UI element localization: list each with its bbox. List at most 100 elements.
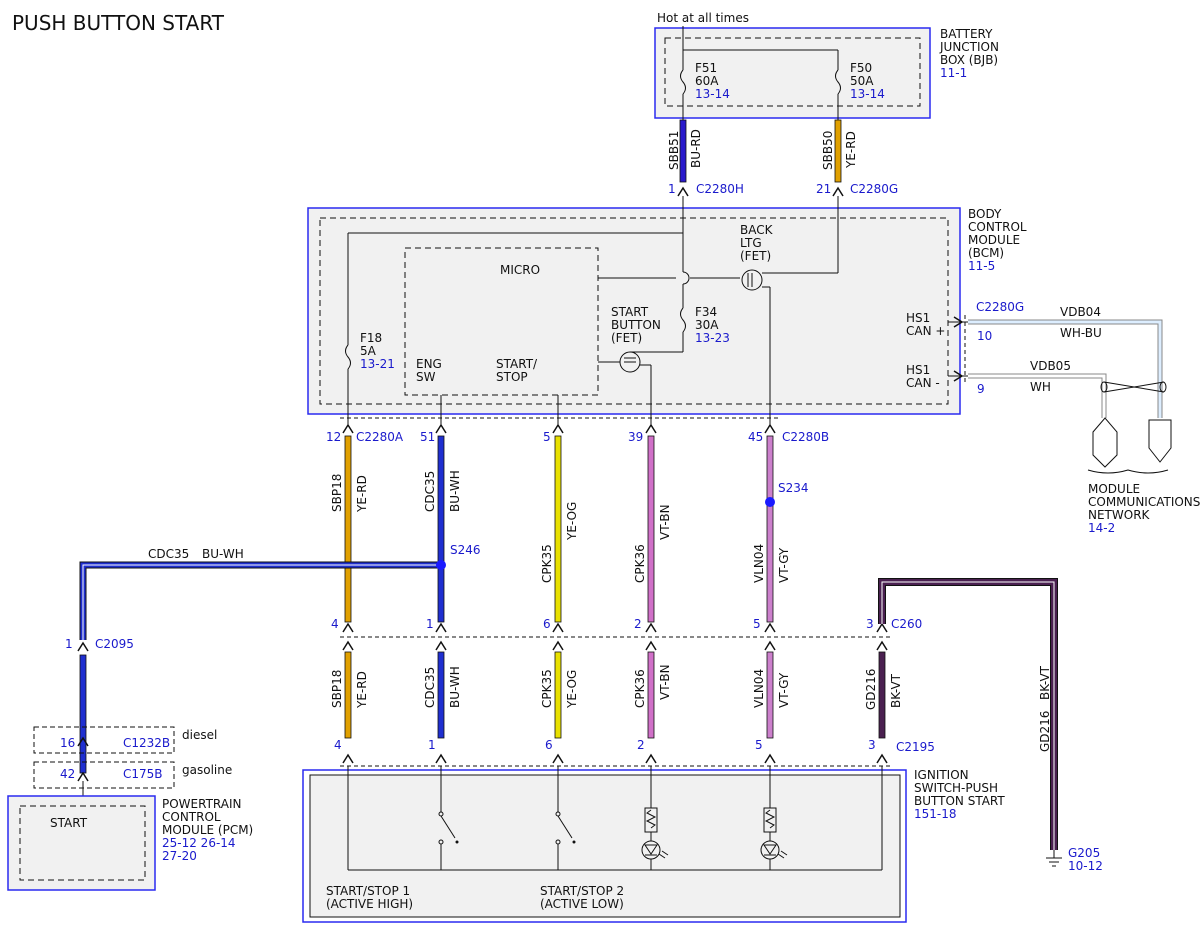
ground-wire-circuit: GD216 [1038,711,1052,752]
wire-sbp18-lower[interactable] [344,651,352,739]
c2195-pin-4: 2 [637,738,645,752]
lower-cpk35-circuit: CPK35 [540,669,554,708]
ground-ref: 10-12 [1068,859,1103,873]
start-button-2: BUTTON [611,318,661,332]
c1232b-variant: diesel [182,728,217,742]
wire-vln04-upper[interactable] [766,435,774,623]
upper-vln04-color: VT-GY [777,547,791,583]
start-stop-2: STOP [496,370,528,384]
vdb05-circuit: VDB05 [1030,359,1071,373]
pcm-start-label: START [50,816,88,830]
pcm-ref-1: 25-12 26-14 [162,836,236,850]
wire-cpk35-lower[interactable] [554,651,562,739]
ground-wire-color: BK-VT [1038,665,1052,700]
c2095-arrow [77,641,89,652]
can-pin-plus: 10 [977,329,992,343]
upper-cpk36-circuit: CPK36 [633,544,647,583]
bcm-name-4: (BCM) [968,246,1004,260]
micro-label: MICRO [500,263,540,277]
wire-cdc35-branch[interactable] [79,561,441,640]
lower-cdc35-circuit: CDC35 [423,667,437,708]
diagram-title: PUSH BUTTON START [12,11,225,35]
c2195-pin-3: 6 [545,738,553,752]
pcm-outline [7,795,156,891]
c2195-pin-6: 3 [868,738,876,752]
back-ltg-1: BACK [740,223,774,237]
wire-cpk35-upper[interactable] [554,435,562,623]
splice-s234 [765,497,775,507]
bcm-pin-5: 5 [543,430,551,444]
twisted-pair-icon [1103,381,1165,393]
ignition-name-3: BUTTON START [914,794,1005,808]
connector-c2280h-arrow [677,186,689,197]
vdb05-color: WH [1030,380,1051,394]
bjb-ref: 11-1 [940,66,967,80]
network-name-2: COMMUNICATIONS [1088,495,1200,509]
fuse-f50-ref: 13-14 [850,87,885,101]
wire-sbb50-color: YE-RD [844,131,858,169]
c2195-connector: C2195 [896,740,935,754]
c260-connector: C260 [891,617,922,631]
c175b-pin: 42 [60,767,75,781]
start-button-1: START [611,305,649,319]
pcm-name-2: CONTROL [162,810,221,824]
c2195-pin-1: 4 [334,738,342,752]
led-cpk36-icon [641,840,661,860]
bcm-ref: 11-5 [968,259,995,273]
wire-sbb50[interactable] [834,119,842,183]
s246-label: S246 [450,543,481,557]
upper-cpk35-circuit: CPK35 [540,544,554,583]
lower-vln04-circuit: VLN04 [752,669,766,708]
pcm-inner-dashed [19,805,146,881]
ignition-name-1: IGNITION [914,768,969,782]
lower-cdc35-color: BU-WH [448,666,462,708]
c175b-box [33,761,175,789]
wire-vln04-lower[interactable] [766,651,774,739]
pcm-name-1: POWERTRAIN [162,797,242,811]
connector-c2280g-arrow [832,186,844,197]
fuse-f51-name: F51 [695,61,717,75]
c2280b-connector: C2280B [782,430,829,444]
wire-cpk36-lower[interactable] [647,651,655,739]
bcm-outline [307,207,961,415]
wire-cdc35-lower[interactable] [437,651,445,739]
wire-sbp18-upper[interactable] [344,435,352,623]
vdb04-circuit: VDB04 [1060,305,1101,319]
upper-sbp18-color: YE-RD [355,475,369,513]
wire-sbb51-color: BU-RD [689,129,703,168]
ground-name: G205 [1068,846,1100,860]
fuse-f18-name: F18 [360,331,382,345]
c2195-pin-5: 5 [755,738,763,752]
lower-cpk35-color: YE-OG [565,670,579,709]
lower-vln04-color: VT-GY [777,672,791,708]
bcm-pin-51: 51 [420,430,435,444]
wire-sbb51[interactable] [679,119,687,183]
fuse-f18-ref: 13-21 [360,357,395,371]
ss2-label-2: (ACTIVE LOW) [540,897,624,911]
c2280h-connector: C2280H [696,182,744,196]
wire-cdc35-upper[interactable] [437,435,445,623]
wire-cpk36-upper[interactable] [647,435,655,623]
c1232b-box [33,726,175,754]
back-ltg-2: LTG [740,236,762,250]
c175b-variant: gasoline [182,763,232,777]
c2280a-pin: 12 [326,430,341,444]
hs1-minus-1: HS1 [906,363,930,377]
fuse-f51-ref: 13-14 [695,87,730,101]
c2280g-can-plus-arrow [953,316,964,328]
splice-s246 [436,560,446,570]
ss2-label-1: START/STOP 2 [540,884,624,898]
network-name-3: NETWORK [1088,508,1151,522]
c1232b-pin: 16 [60,736,75,750]
c2095-connector: C2095 [95,637,134,651]
start-button-3: (FET) [611,331,642,345]
hs1-plus-2: CAN + [906,324,945,338]
c260-pin-2: 1 [426,617,434,631]
switch-ss2-icon [557,815,573,839]
wire-gd216-lower[interactable] [878,651,886,739]
lower-sbp18-circuit: SBP18 [330,670,344,708]
ss1-label-2: (ACTIVE HIGH) [326,897,413,911]
fuse-f18-rating: 5A [360,344,377,358]
pcm-name-3: MODULE (PCM) [162,823,253,837]
wire-cdc35-pcm[interactable] [79,654,87,774]
